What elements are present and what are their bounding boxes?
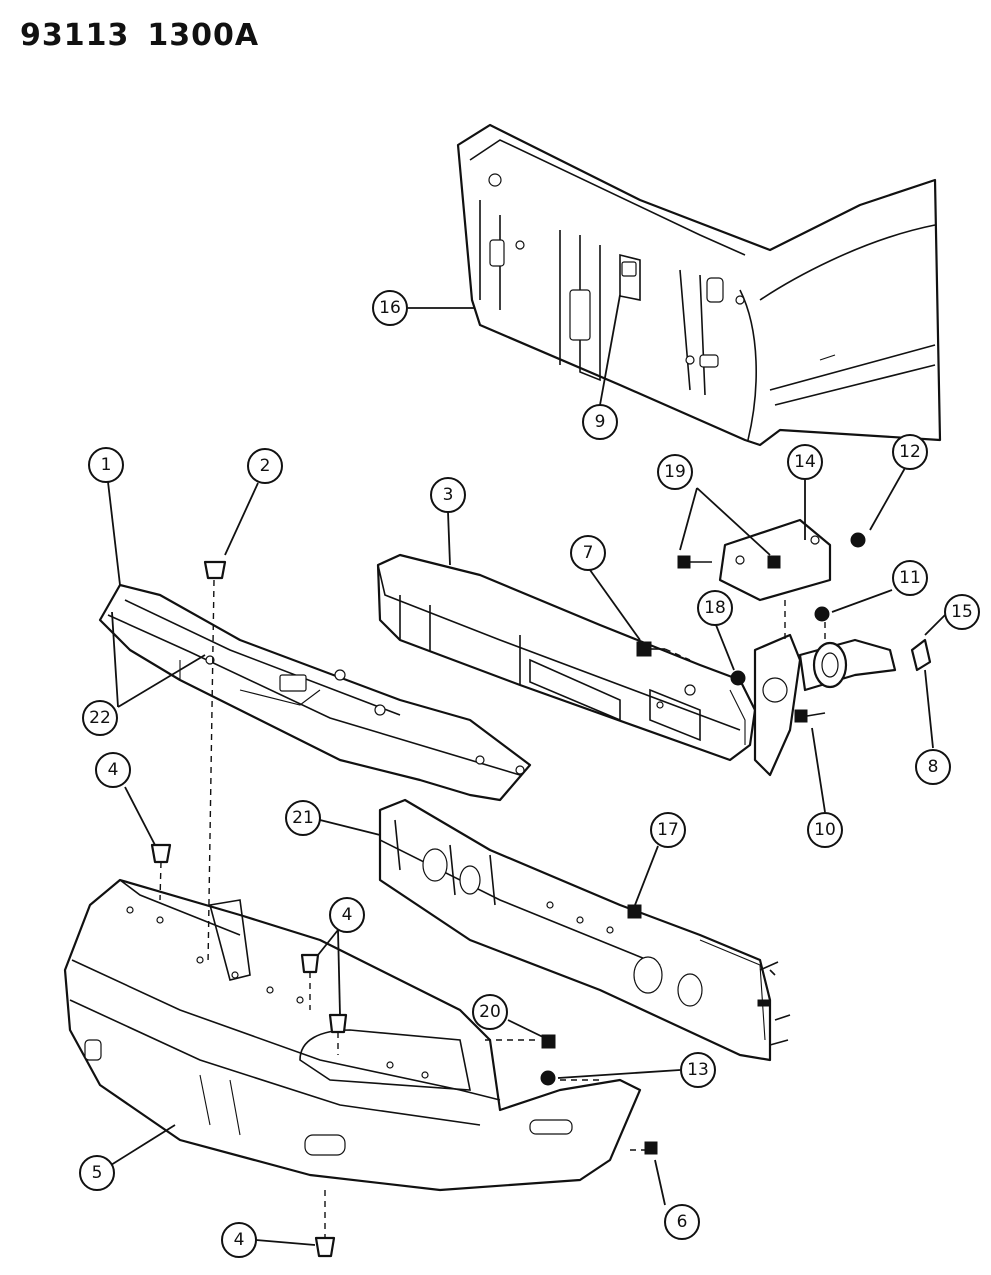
callout-19-number: 19 bbox=[664, 462, 686, 482]
callout-10-number: 10 bbox=[814, 820, 836, 840]
diagram-reference-code: 93113 1300A bbox=[20, 18, 277, 53]
callout-20: 20 bbox=[472, 994, 508, 1030]
callout-1: 1 bbox=[88, 447, 124, 483]
callout-6-number: 6 bbox=[677, 1212, 688, 1232]
callout-14: 14 bbox=[787, 444, 823, 480]
callout-13-number: 13 bbox=[687, 1060, 709, 1080]
callout-5: 5 bbox=[79, 1155, 115, 1191]
callout-1-number: 1 bbox=[101, 455, 112, 475]
callout-8: 8 bbox=[915, 749, 951, 785]
front-body-panel bbox=[456, 123, 942, 447]
lower-support-panel bbox=[378, 798, 776, 1062]
callout-4b: 4 bbox=[329, 897, 365, 933]
callout-11-number: 11 bbox=[899, 568, 921, 588]
upper-support-panel bbox=[98, 583, 532, 802]
callout-4c-number: 4 bbox=[234, 1230, 245, 1250]
callout-3: 3 bbox=[430, 477, 466, 513]
callout-9: 9 bbox=[582, 404, 618, 440]
callout-19: 19 bbox=[657, 454, 693, 490]
callout-16: 16 bbox=[372, 290, 408, 326]
callout-4c: 4 bbox=[221, 1222, 257, 1258]
callout-4a-number: 4 bbox=[108, 760, 119, 780]
callout-16-number: 16 bbox=[379, 298, 401, 318]
callout-21-number: 21 bbox=[292, 808, 314, 828]
callout-14-number: 14 bbox=[794, 452, 816, 472]
callout-9-number: 9 bbox=[595, 412, 606, 432]
fasteners bbox=[150, 532, 866, 1258]
callout-12-number: 12 bbox=[899, 442, 921, 462]
installation-lines bbox=[159, 579, 826, 1238]
callout-11: 11 bbox=[892, 560, 928, 596]
callout-21: 21 bbox=[285, 800, 321, 836]
callout-6: 6 bbox=[664, 1204, 700, 1240]
callout-7: 7 bbox=[570, 535, 606, 571]
diagram-number: 93113 bbox=[20, 18, 130, 53]
callout-22: 22 bbox=[82, 700, 118, 736]
callout-17: 17 bbox=[650, 812, 686, 848]
callout-3-number: 3 bbox=[443, 485, 454, 505]
diagram-sheet: 1300A bbox=[147, 18, 260, 53]
leader-lines bbox=[107, 294, 946, 1246]
callout-5-number: 5 bbox=[92, 1163, 103, 1183]
callout-4a: 4 bbox=[95, 752, 131, 788]
callout-2: 2 bbox=[247, 448, 283, 484]
callout-18: 18 bbox=[697, 590, 733, 626]
callout-12: 12 bbox=[892, 434, 928, 470]
callout-17-number: 17 bbox=[657, 820, 679, 840]
callout-2-number: 2 bbox=[260, 456, 271, 476]
callout-4b-number: 4 bbox=[342, 905, 353, 925]
callout-15: 15 bbox=[944, 594, 980, 630]
callout-15-number: 15 bbox=[951, 602, 973, 622]
callout-7-number: 7 bbox=[583, 543, 594, 563]
callout-10: 10 bbox=[807, 812, 843, 848]
callout-18-number: 18 bbox=[704, 598, 726, 618]
callout-20-number: 20 bbox=[479, 1002, 501, 1022]
callout-22-number: 22 bbox=[89, 708, 111, 728]
callout-13: 13 bbox=[680, 1052, 716, 1088]
callout-8-number: 8 bbox=[928, 757, 939, 777]
